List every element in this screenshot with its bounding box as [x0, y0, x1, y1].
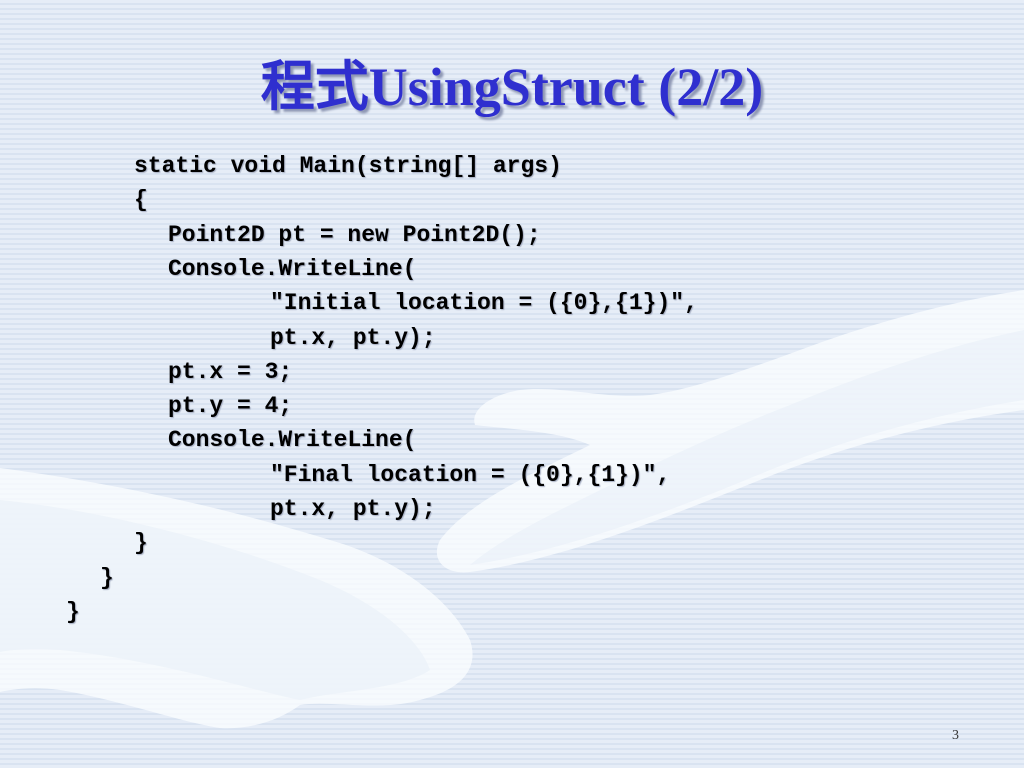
code-line: static void Main(string[] args) [134, 153, 562, 179]
code-line: "Final location = ({0},{1})", [270, 461, 671, 488]
code-block: static void Main(string[] args) { Point2D … [0, 150, 1024, 630]
code-line: pt.x, pt.y); [270, 324, 436, 351]
code-line: } [134, 530, 148, 557]
code-line: "Initial location = ({0},{1})", [270, 290, 698, 317]
code-line: pt.x, pt.y); [270, 496, 436, 522]
left-hand-shadow [0, 500, 430, 700]
code-line: { [134, 187, 148, 214]
code-line: } [66, 598, 80, 625]
slide-title: 程式UsingStruct (2/2) [260, 57, 764, 117]
code-line: Console.WriteLine( [168, 255, 417, 282]
code-line: pt.x = 3; [168, 358, 293, 385]
code-line: } [100, 564, 114, 591]
right-hand-shadow [470, 330, 1024, 565]
page-number: 3 [952, 728, 959, 743]
code-line: pt.y = 4; [168, 393, 293, 420]
code-line: Console.WriteLine( [168, 427, 417, 454]
code-line: Point2D pt = new Point2D(); [168, 221, 541, 248]
